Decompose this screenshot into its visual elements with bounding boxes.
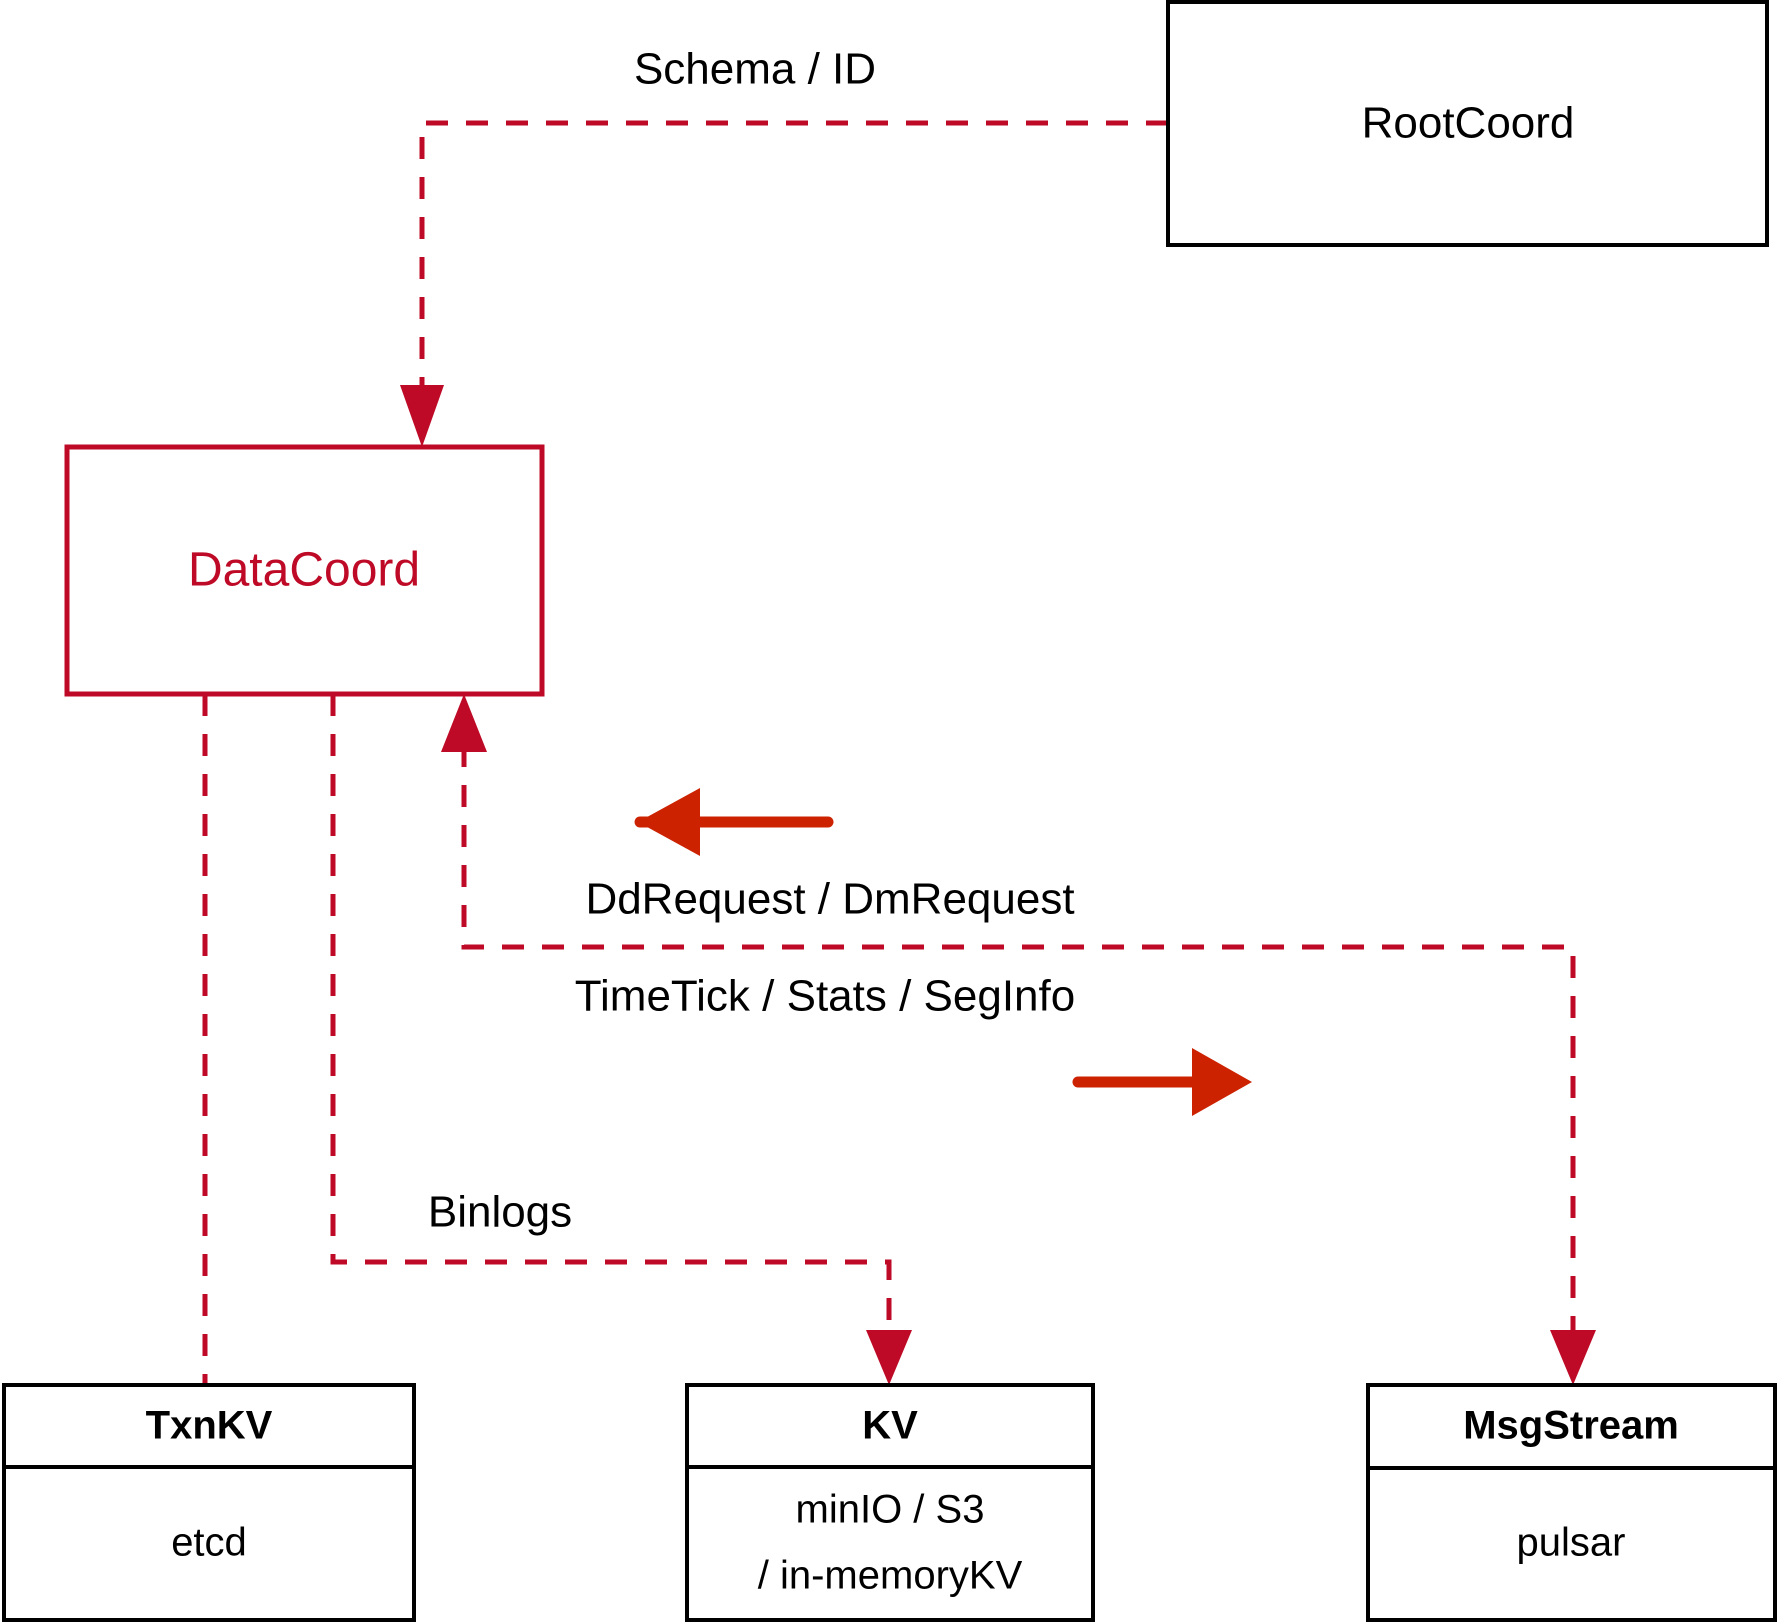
edge-timetick-stats-seginfo: TimeTick / Stats / SegInfo xyxy=(575,972,1252,1116)
node-kv-body-line2: / in-memoryKV xyxy=(758,1554,1023,1598)
edge-label-dd-dm-request: DdRequest / DmRequest xyxy=(585,875,1074,924)
edge-dd-dm-request-arrowhead xyxy=(638,788,700,856)
node-rootcoord[interactable]: RootCoord xyxy=(1166,0,1769,247)
edge-datacoord-msgstream-path xyxy=(461,745,1576,1345)
node-rootcoord-label: RootCoord xyxy=(1362,99,1575,148)
node-kv[interactable]: KV minIO / S3 / in-memoryKV xyxy=(685,1383,1095,1622)
node-msgstream-body: pulsar xyxy=(1517,1521,1626,1565)
edge-label-schema-id: Schema / ID xyxy=(634,45,876,94)
node-txnkv-box[interactable] xyxy=(2,1383,416,1622)
node-datacoord-label: DataCoord xyxy=(188,544,420,597)
node-datacoord-box[interactable] xyxy=(64,444,545,697)
node-txnkv[interactable]: TxnKV etcd xyxy=(2,1383,416,1622)
edge-label-binlogs: Binlogs xyxy=(428,1188,572,1237)
edge-datacoord-msgstream-arrowhead xyxy=(1550,1330,1596,1385)
node-kv-box[interactable] xyxy=(685,1383,1095,1622)
node-msgstream-title: MsgStream xyxy=(1463,1404,1679,1448)
node-kv-body-line1: minIO / S3 xyxy=(796,1488,985,1532)
edge-schema-id-arrowhead xyxy=(400,385,444,447)
edge-binlogs-path xyxy=(330,694,892,1345)
node-txnkv-title: TxnKV xyxy=(146,1404,273,1448)
edge-timetick-arrowhead xyxy=(1192,1048,1252,1116)
edge-datacoord-inbound-arrowhead xyxy=(441,694,487,752)
node-kv-title: KV xyxy=(862,1404,918,1448)
node-datacoord[interactable]: DataCoord xyxy=(64,444,545,697)
edge-schema-id-path xyxy=(419,120,1168,395)
edge-schema-id: Schema / ID xyxy=(400,45,1168,447)
edge-label-timetick-stats-seginfo: TimeTick / Stats / SegInfo xyxy=(575,972,1075,1021)
node-msgstream-box[interactable] xyxy=(1366,1383,1777,1622)
node-txnkv-body: etcd xyxy=(171,1521,247,1565)
node-msgstream[interactable]: MsgStream pulsar xyxy=(1366,1383,1777,1622)
node-rootcoord-box[interactable] xyxy=(1166,0,1769,247)
edge-binlogs: Binlogs xyxy=(330,694,912,1385)
edge-dd-dm-request: DdRequest / DmRequest xyxy=(585,788,1075,924)
edge-datacoord-msgstream xyxy=(441,694,1596,1385)
edge-binlogs-arrowhead xyxy=(866,1330,912,1385)
